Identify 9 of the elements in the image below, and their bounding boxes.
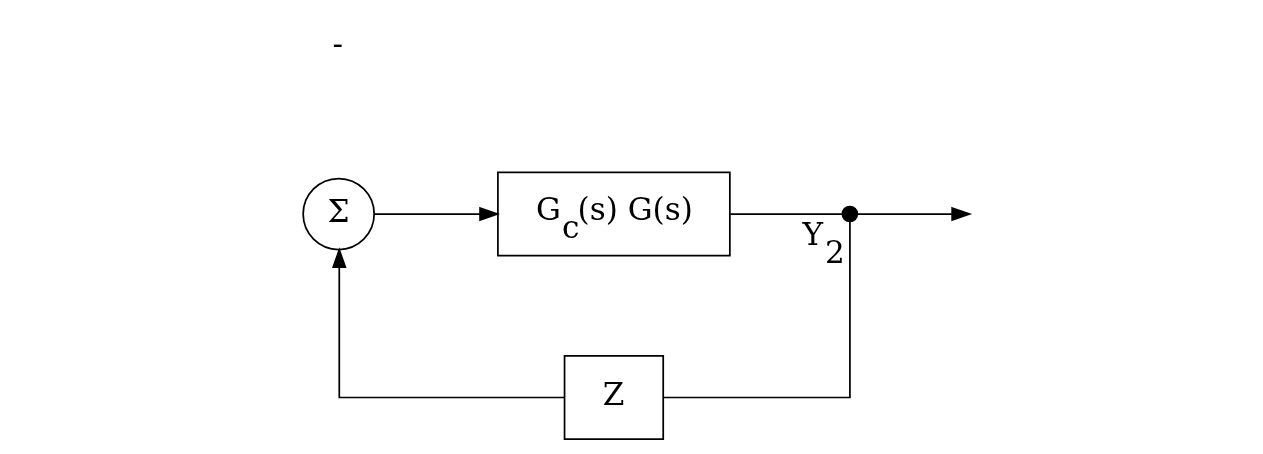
arrow [373,206,500,222]
arrow [856,206,973,222]
connector [729,213,843,215]
arrow [332,247,565,399]
label: - [332,24,344,61]
node-box: Z [563,355,665,440]
node-dot [841,205,859,223]
connector [662,221,851,399]
node-circle: Σ [302,177,376,251]
